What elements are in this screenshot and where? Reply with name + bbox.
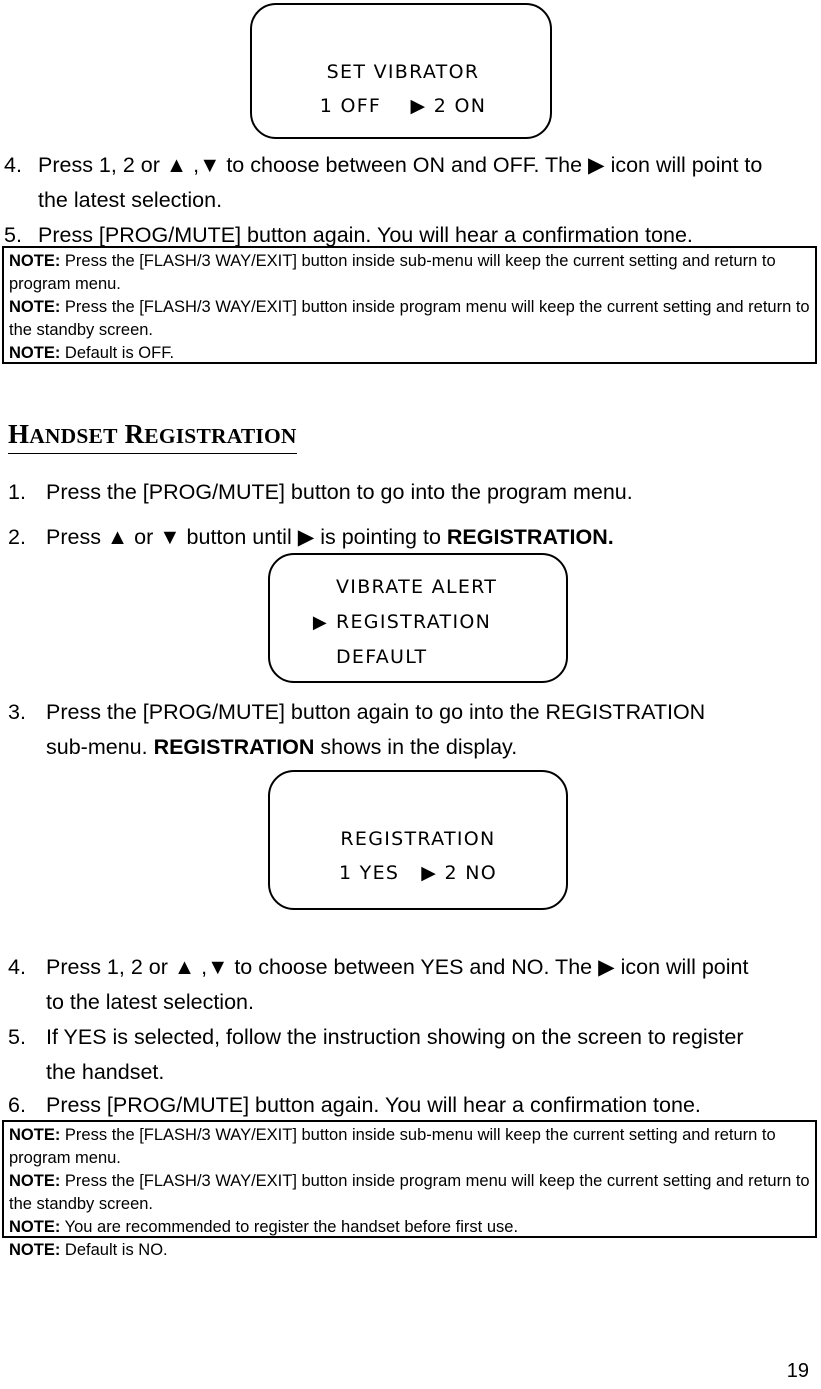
step-text: Press the [PROG/MUTE] button to go into … [46, 475, 813, 510]
heading-cap-r: R [124, 419, 145, 449]
note-label: NOTE: [9, 344, 61, 362]
step-text-line-1: Press [PROG/MUTE] button again. You will… [46, 1093, 701, 1117]
note-line: NOTE: Press the [FLASH/3 WAY/EXIT] butto… [9, 1124, 810, 1170]
heading-cap-h: H [8, 419, 30, 449]
step-text-line-1: Press the [PROG/MUTE] button to go into … [46, 480, 633, 504]
step-text-line-1: Press 1, 2 or ▲ ,▼ to choose between YES… [46, 955, 749, 979]
step-text: Press ▲ or ▼ button until ▶ is pointing … [46, 520, 813, 555]
note-line: NOTE: Press the [FLASH/3 WAY/EXIT] butto… [9, 1170, 810, 1216]
step-number: 2. [8, 525, 26, 549]
note-text: Press the [FLASH/3 WAY/EXIT] button insi… [9, 252, 776, 293]
note-box-registration: NOTE: Press the [FLASH/3 WAY/EXIT] butto… [2, 1120, 817, 1259]
step-text-line-2: to the latest selection. [46, 990, 254, 1014]
step-number: 4. [4, 153, 22, 177]
lcd-content: VIBRATE ALERT ▶ REGISTRATION DEFAULT [270, 570, 566, 675]
step-text: Press [PROG/MUTE] button again. You will… [38, 218, 819, 253]
note-text: You are recommended to register the hand… [60, 1218, 519, 1236]
list-item-step-6-registration: 6. Press [PROG/MUTE] button again. You w… [8, 1088, 813, 1123]
note-label: NOTE: [9, 1218, 61, 1236]
step-text-line-2: sub-menu. REGISTRATION shows in the disp… [46, 730, 813, 765]
lcd-menu-label: DEFAULT [336, 646, 428, 668]
list-item-step-5-vibrator: 5. Press [PROG/MUTE] button again. You w… [4, 218, 819, 253]
heading-rest-registration: EGISTRATION [144, 424, 297, 448]
note-line: NOTE: You are recommended to register th… [9, 1216, 810, 1239]
step-text-line-1: Press 1, 2 or ▲ ,▼ to choose between ON … [38, 153, 763, 177]
step-text-prefix: Press ▲ or ▼ button until ▶ is pointing … [46, 525, 447, 549]
note-label: NOTE: [9, 1126, 61, 1144]
lcd-menu-label: REGISTRATION [336, 611, 492, 633]
heading-rest-handset: ANDSET [29, 424, 118, 448]
note-text: Default is NO. [60, 1241, 168, 1259]
note-text: Default is OFF. [60, 344, 175, 362]
lcd-menu-row-registration: ▶ REGISTRATION [270, 605, 566, 640]
note-line: NOTE: Press the [FLASH/3 WAY/EXIT] butto… [9, 250, 810, 296]
note-label: NOTE: [9, 298, 61, 316]
step-text-emphasis: REGISTRATION [153, 735, 315, 759]
lcd-title-registration: REGISTRATION [340, 828, 496, 850]
heading-space [118, 419, 125, 449]
step-number: 3. [8, 700, 26, 724]
step-number: 5. [8, 1025, 26, 1049]
note-line: NOTE: Default is NO. [9, 1239, 810, 1262]
list-item-step-3-registration: 3. Press the [PROG/MUTE] button again to… [8, 695, 813, 765]
step-number: 1. [8, 480, 26, 504]
lcd-title-set-vibrator: SET VIBRATOR [326, 61, 480, 83]
step-text-line-1: Press [PROG/MUTE] button again. You will… [38, 223, 693, 247]
lcd-display-program-menu: VIBRATE ALERT ▶ REGISTRATION DEFAULT [268, 553, 568, 683]
step-text-line-1: If YES is selected, follow the instructi… [46, 1025, 744, 1049]
lcd-content: SET VIBRATOR 1 OFF ▶ 2 ON [252, 55, 550, 123]
lcd-display-registration: REGISTRATION 1 YES ▶ 2 NO [268, 770, 568, 910]
step-text-emphasis: REGISTRATION. [446, 525, 614, 549]
note-box-vibrator: NOTE: Press the [FLASH/3 WAY/EXIT] butto… [2, 246, 817, 364]
step-text: Press 1, 2 or ▲ ,▼ to choose between YES… [46, 950, 813, 1020]
note-label: NOTE: [9, 1172, 61, 1190]
lcd-options-set-vibrator: 1 OFF ▶ 2 ON [319, 95, 487, 117]
lcd-menu-label: VIBRATE ALERT [336, 576, 498, 598]
note-label: NOTE: [9, 252, 61, 270]
step-text-prefix: sub-menu. [46, 735, 154, 759]
step-text-line-2: the handset. [46, 1060, 165, 1084]
note-line: NOTE: Default is OFF. [9, 342, 810, 365]
note-label: NOTE: [9, 1241, 61, 1259]
note-line: NOTE: Press the [FLASH/3 WAY/EXIT] butto… [9, 296, 810, 342]
note-text: Press the [FLASH/3 WAY/EXIT] button insi… [9, 298, 810, 339]
step-number: 6. [8, 1093, 26, 1117]
note-text: Press the [FLASH/3 WAY/EXIT] button insi… [9, 1126, 776, 1167]
step-text: If YES is selected, follow the instructi… [46, 1020, 813, 1090]
step-number: 4. [8, 955, 26, 979]
lcd-options-registration: 1 YES ▶ 2 NO [338, 862, 498, 884]
step-text-suffix: shows in the display. [314, 735, 518, 759]
step-text-line-1: Press the [PROG/MUTE] button again to go… [46, 700, 706, 724]
lcd-menu-row-vibrate-alert: VIBRATE ALERT [270, 570, 566, 605]
lcd-content: REGISTRATION 1 YES ▶ 2 NO [270, 822, 566, 890]
list-item-step-2-registration: 2. Press ▲ or ▼ button until ▶ is pointi… [8, 520, 813, 555]
list-item-step-4-vibrator: 4. Press 1, 2 or ▲ ,▼ to choose between … [4, 148, 819, 218]
list-item-step-5-registration: 5. If YES is selected, follow the instru… [8, 1020, 813, 1090]
list-item-step-1-registration: 1. Press the [PROG/MUTE] button to go in… [8, 475, 813, 510]
lcd-menu-row-default: DEFAULT [270, 640, 566, 675]
list-item-step-4-registration: 4. Press 1, 2 or ▲ ,▼ to choose between … [8, 950, 813, 1020]
step-text: Press 1, 2 or ▲ ,▼ to choose between ON … [38, 148, 819, 218]
page-section-heading: HANDSET REGISTRATION [8, 418, 297, 454]
lcd-display-set-vibrator: SET VIBRATOR 1 OFF ▶ 2 ON [250, 3, 552, 139]
page-number: 19 [786, 1360, 809, 1382]
step-number: 5. [4, 223, 22, 247]
note-text: Press the [FLASH/3 WAY/EXIT] button insi… [9, 1172, 810, 1213]
right-triangle-pointer-icon: ▶ [312, 612, 328, 633]
step-text: Press [PROG/MUTE] button again. You will… [46, 1088, 813, 1123]
step-text: Press the [PROG/MUTE] button again to go… [46, 695, 813, 765]
step-text-line-2: the latest selection. [38, 188, 223, 212]
